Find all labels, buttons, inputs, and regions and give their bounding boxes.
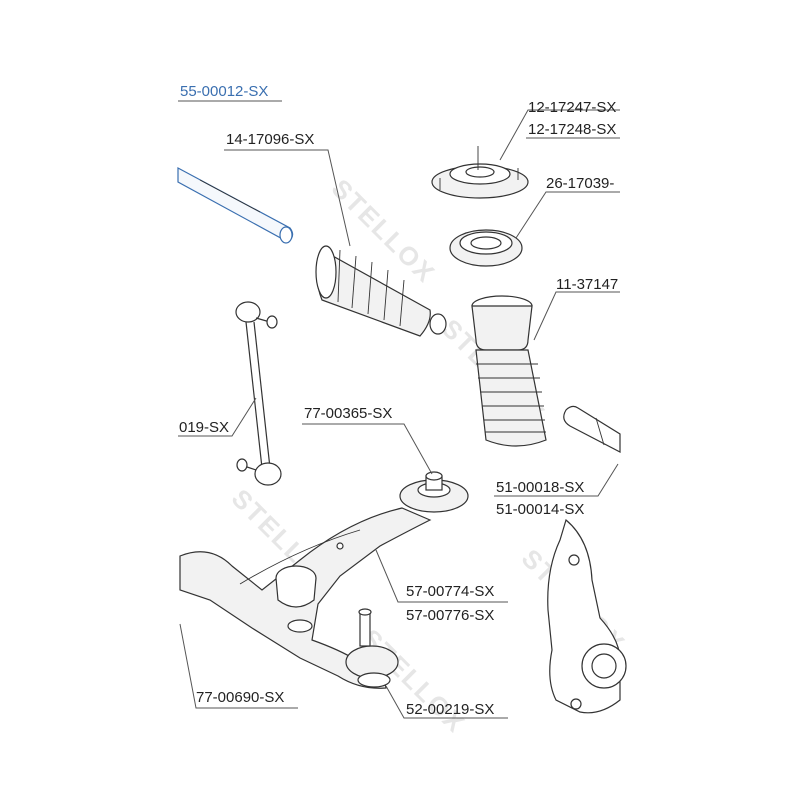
part-label-52-00219: 52-00219-SX <box>406 701 494 718</box>
part-label-77-00690: 77-00690-SX <box>196 689 284 706</box>
leader-line-14 <box>224 149 351 247</box>
ball-joint-part <box>345 608 399 688</box>
part-label-51-00018: 51-00018-SX <box>496 479 584 496</box>
silent-block-part <box>399 471 469 513</box>
part-label-51-00014: 51-00014-SX <box>496 501 584 518</box>
leader-line-019 <box>178 397 257 437</box>
part-label-019: 019-SX <box>179 419 229 436</box>
control-arm-part <box>179 507 432 689</box>
steering-knuckle-part <box>547 518 627 714</box>
part-label-77-00365: 77-00365-SX <box>304 405 392 422</box>
part-label-55-00012: 55-00012-SX <box>180 83 268 100</box>
shock-absorber-part <box>563 405 621 453</box>
leader-line-77a <box>302 423 433 475</box>
part-label-57-00774: 57-00774-SX <box>406 583 494 600</box>
part-label-12-17247: 12-17247-SX <box>528 99 616 116</box>
part-label-11-37147: 11-37147 <box>556 276 618 293</box>
tie-rod-part <box>177 166 294 244</box>
part-label-12-17248: 12-17248-SX <box>528 121 616 138</box>
part-label-14-17096: 14-17096-SX <box>226 131 314 148</box>
leader-line-57 <box>375 549 508 603</box>
strut-mount-part <box>431 146 529 199</box>
strut-bearing-part <box>449 229 523 267</box>
leader-line-12 <box>499 109 620 161</box>
leader-line-77b <box>179 623 298 709</box>
part-label-57-00776: 57-00776-SX <box>406 607 494 624</box>
leader-line-51 <box>494 463 619 497</box>
stabilizer-link-part <box>235 301 282 486</box>
part-label-26-17039: 26-17039- <box>546 175 614 192</box>
leader-line-11 <box>533 291 620 341</box>
steering-boot-part <box>315 245 447 337</box>
leader-line-26 <box>515 191 620 239</box>
bump-stop-boot-part <box>471 295 547 447</box>
leader-line-52 <box>385 685 508 719</box>
